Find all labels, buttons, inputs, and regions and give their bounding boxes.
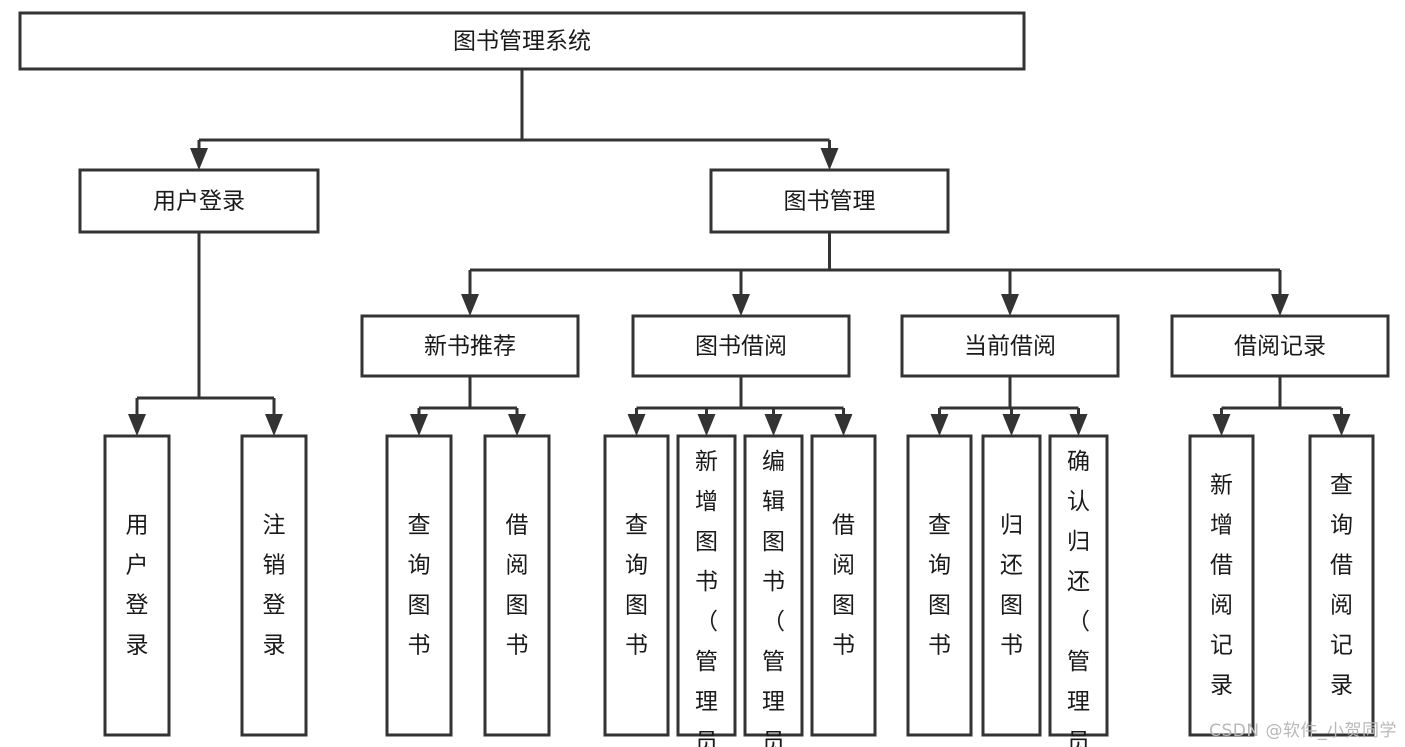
node-label: 图书管理 (784, 189, 876, 215)
node-box (631, 314, 851, 378)
arrow-head-icon (834, 414, 853, 436)
arrow-head-icon (1271, 294, 1289, 316)
node-box (1308, 434, 1375, 737)
arrow-head-icon (627, 414, 646, 436)
arrow-head-icon (764, 414, 783, 436)
node-label: 确认归还（管理员） (1067, 449, 1090, 747)
node-label: 图书管理系统 (453, 29, 591, 55)
node-label: 查询图书 (625, 512, 648, 658)
node-label: 查询图书 (928, 512, 951, 658)
node-编辑图书管理员[interactable]: 编辑图书（管理员） (743, 434, 804, 747)
node-label: 借阅图书 (506, 512, 529, 658)
node-新增图书管理员[interactable]: 新增图书（管理员） (676, 434, 737, 747)
node-box (240, 434, 308, 737)
node-label: 借阅记录 (1234, 334, 1326, 360)
node-box (676, 434, 737, 737)
node-box (981, 434, 1042, 737)
node-box (18, 11, 1026, 71)
node-layer: 图书管理系统用户登录图书管理用户登录注销登录新书推荐查询图书借阅图书图书借阅查询… (18, 11, 1390, 747)
arrow-head-icon (508, 414, 526, 436)
arrow-head-icon (190, 148, 208, 170)
arrow-head-icon (1002, 414, 1021, 436)
node-借阅记录[interactable]: 借阅记录 (1170, 314, 1390, 378)
node-label: 查询图书 (408, 512, 431, 658)
node-label: 借阅图书 (832, 512, 855, 658)
node-借阅图书[interactable]: 借阅图书 (810, 434, 877, 737)
node-box (483, 434, 551, 737)
node-box (810, 434, 877, 737)
arrow-head-icon (930, 414, 949, 436)
node-新增借阅记录[interactable]: 新增借阅记录 (1188, 434, 1255, 737)
arrow-head-icon (697, 414, 716, 436)
node-box (743, 434, 804, 737)
connector-layer (128, 69, 1351, 436)
node-当前借阅[interactable]: 当前借阅 (900, 314, 1120, 378)
node-label: 新增借阅记录 (1210, 472, 1233, 698)
node-box (1048, 434, 1109, 737)
node-借阅图书[interactable]: 借阅图书 (483, 434, 551, 737)
node-label: 用户登录 (153, 189, 245, 215)
node-label: 注销登录 (263, 512, 286, 658)
node-确认归还管理员[interactable]: 确认归还（管理员） (1048, 434, 1109, 747)
node-box (385, 434, 453, 737)
arrow-head-icon (1332, 414, 1351, 436)
node-label: 编辑图书（管理员） (762, 449, 785, 747)
node-label: 新书推荐 (424, 334, 516, 360)
node-查询图书[interactable]: 查询图书 (603, 434, 670, 737)
node-用户登录[interactable]: 用户登录 (78, 168, 320, 234)
node-label: 新增图书（管理员） (695, 449, 718, 747)
node-label: 查询借阅记录 (1330, 472, 1353, 698)
node-图书管理系统[interactable]: 图书管理系统 (18, 11, 1026, 71)
node-注销登录[interactable]: 注销登录 (240, 434, 308, 737)
node-box (900, 314, 1120, 378)
node-label: 用户登录 (126, 512, 149, 658)
node-label: 图书借阅 (695, 334, 787, 360)
node-box (1170, 314, 1390, 378)
arrow-head-icon (461, 294, 479, 316)
node-label: 当前借阅 (964, 334, 1056, 360)
node-查询图书[interactable]: 查询图书 (906, 434, 973, 737)
node-box (360, 314, 580, 378)
node-label: 归还图书 (1000, 512, 1023, 658)
arrow-head-icon (265, 414, 283, 436)
arrow-head-icon (1069, 414, 1088, 436)
node-查询借阅记录[interactable]: 查询借阅记录 (1308, 434, 1375, 737)
node-新书推荐[interactable]: 新书推荐 (360, 314, 580, 378)
node-图书管理[interactable]: 图书管理 (709, 168, 950, 234)
arrow-head-icon (1001, 294, 1019, 316)
node-查询图书[interactable]: 查询图书 (385, 434, 453, 737)
node-box (603, 434, 670, 737)
arrow-head-icon (410, 414, 428, 436)
node-用户登录[interactable]: 用户登录 (103, 434, 171, 737)
node-box (103, 434, 171, 737)
arrow-head-icon (1212, 414, 1231, 436)
arrow-head-icon (128, 414, 146, 436)
node-box (906, 434, 973, 737)
watermark-label: CSDN @软件_小贺同学 (1209, 721, 1397, 741)
node-box (78, 168, 320, 234)
node-归还图书[interactable]: 归还图书 (981, 434, 1042, 737)
arrow-head-icon (732, 294, 750, 316)
node-图书借阅[interactable]: 图书借阅 (631, 314, 851, 378)
node-box (1188, 434, 1255, 737)
arrow-head-icon (820, 148, 839, 170)
node-box (709, 168, 950, 234)
